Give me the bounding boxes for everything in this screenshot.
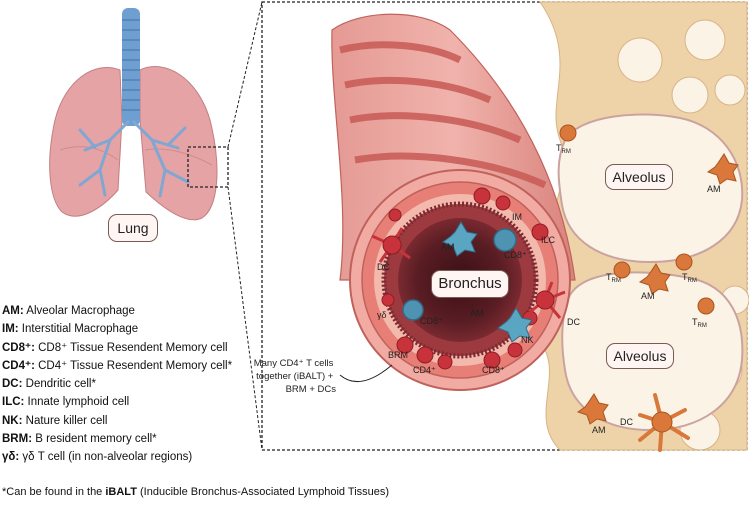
- legend-row: AM: Alveolar Macrophage: [2, 305, 135, 317]
- bronchial-tree: [78, 120, 190, 198]
- legend-row: CD8⁺: CD8⁺ Tissue Resendent Memory cell: [2, 341, 228, 354]
- lung-illustration: [49, 1, 263, 451]
- label-gd: γδ: [377, 310, 387, 320]
- alveolar-macrophages-lumen: [441, 221, 533, 343]
- label-am-alveolus-mid: AM: [641, 291, 655, 301]
- trachea: [122, 8, 140, 126]
- zoom-box: [187, 146, 229, 188]
- label-trm-4: TRM: [692, 317, 707, 329]
- label-cd8-bronchus-bottom: CD8⁺: [482, 365, 505, 375]
- cd8-cells: [402, 228, 517, 321]
- alveolar-dc: [638, 393, 690, 452]
- lung-label: Lung: [108, 214, 158, 242]
- label-cd8-bronchus-left: CD8⁺: [420, 316, 443, 326]
- label-ilc: ILC: [541, 235, 556, 245]
- bronchus-label: Bronchus: [431, 270, 509, 298]
- cell-labels: TRM AM TRM TRM AM TRM AM DC IM ILC AM CD…: [377, 143, 721, 435]
- label-am-bronchus-bottom: AM: [470, 308, 484, 318]
- label-am-alveolus-lower: AM: [592, 425, 606, 435]
- label-am-alveolus-upper: AM: [707, 184, 721, 194]
- dendritic-cell: [371, 227, 566, 319]
- label-im: IM: [512, 212, 522, 222]
- label-cd4: CD4⁺: [413, 365, 436, 375]
- legend-row: DC: Dendritic cell*: [2, 378, 96, 391]
- alveolar-cells: [559, 124, 739, 452]
- zoom-frame: [261, 1, 748, 451]
- label-trm-3: TRM: [682, 272, 697, 284]
- label-dc-bronchus-right: DC: [567, 317, 580, 327]
- label-am-bronchus-top: AM: [441, 242, 455, 252]
- alveolus-label-upper: Alveolus: [605, 164, 673, 190]
- bronchus-tube: [331, 13, 576, 391]
- label-cd8-bronchus-top: CD8⁺: [504, 250, 527, 260]
- label-dc-bronchus-left: DC: [377, 262, 390, 272]
- label-dc-alveolus: DC: [620, 417, 633, 427]
- legend-row: ILC: Innate lymphoid cell: [2, 396, 130, 409]
- left-lung: [49, 66, 123, 217]
- legend-row: NK: Nature killer cell: [2, 414, 108, 427]
- alveolus-label-lower: Alveolus: [606, 343, 674, 369]
- label-brm: BRM: [388, 350, 408, 360]
- label-trm-1: TRM: [556, 143, 571, 155]
- legend-row: CD4⁺: CD4⁺ Tissue Resendent Memory cell*: [2, 359, 233, 372]
- footnote: *Can be found in the iBALT (Inducible Br…: [2, 486, 390, 498]
- ibalt-note: Many CD4⁺ T cells together (iBALT) + BRM…: [254, 358, 337, 395]
- alveoli-region: [539, 1, 749, 451]
- legend-row: BRM: B resident memory cell*: [2, 433, 157, 446]
- legend-row: γδ: γδ T cell (in non-alveolar regions): [2, 451, 193, 464]
- right-lung: [139, 66, 218, 221]
- label-trm-2: TRM: [606, 272, 621, 284]
- legend-row: IM: Interstitial Macrophage: [2, 323, 139, 336]
- legend: AM: Alveolar Macrophage IM: Interstitial…: [2, 302, 282, 467]
- label-nk: NK: [521, 335, 534, 345]
